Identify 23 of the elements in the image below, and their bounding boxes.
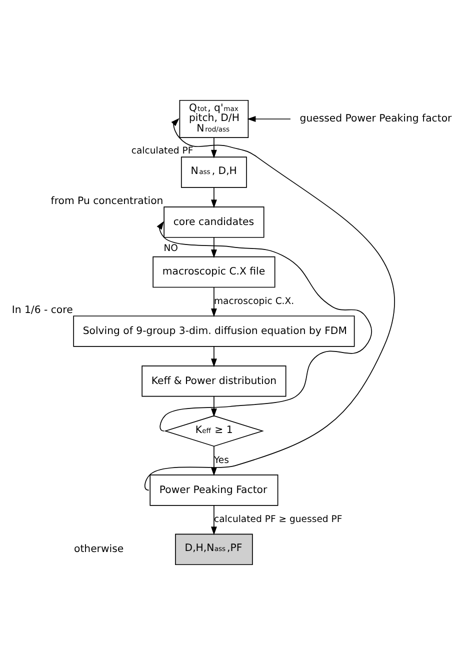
- arrow: [211, 396, 217, 416]
- arrow: [211, 286, 217, 316]
- edge-label: NO: [164, 242, 178, 254]
- arrow: [211, 236, 217, 258]
- edge-label: calculated PF: [131, 145, 194, 156]
- arrow: [144, 118, 395, 490]
- node-label: In 1/6 - core: [12, 304, 73, 316]
- node-box: macroscopic C.X file: [152, 256, 276, 288]
- arrow: [211, 346, 217, 367]
- arrow: [211, 186, 217, 208]
- arrow: [247, 116, 291, 122]
- arrow: [211, 445, 217, 476]
- node-box: Power Peaking Factor: [150, 474, 278, 506]
- node-label: from Pu concentration: [50, 196, 164, 207]
- node-box: Keff & Power distribution: [142, 364, 286, 396]
- edge-label: macroscopic C.X.: [214, 296, 294, 307]
- arrow: [211, 504, 217, 535]
- node-text: guessed Power Peaking factor: [300, 113, 452, 124]
- node-box: Solving of 9-group 3-dim. diffusion equation by FDM: [73, 315, 355, 346]
- edge-label: calculated PF ≥ guessed PF: [214, 514, 342, 525]
- arrow: [211, 136, 217, 158]
- node-box: core candidates: [164, 206, 264, 238]
- label: otherwise: [74, 544, 124, 555]
